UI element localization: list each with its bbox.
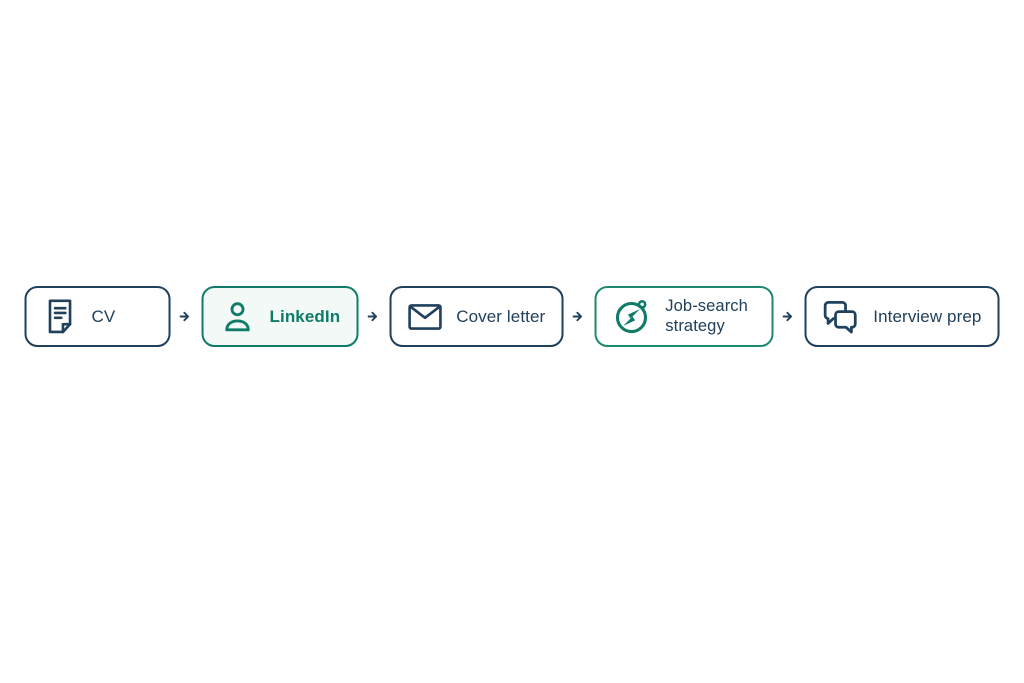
flow-step-label: LinkedIn	[269, 306, 341, 326]
arrow-right-icon	[571, 308, 586, 325]
flow-step-interview-prep: Interview prep	[804, 286, 1000, 347]
job-journey-flow: CV LinkedIn	[24, 286, 1000, 347]
flow-step-job-search-strategy: Job-search strategy	[594, 286, 774, 347]
arrow-right-icon	[179, 308, 194, 325]
arrow-right-icon	[781, 308, 796, 325]
flow-step-label: CV	[91, 306, 116, 326]
flow-step-label: Job-search strategy	[665, 297, 748, 335]
flow-step-linkedin: LinkedIn	[201, 286, 359, 347]
arrow-right-icon	[366, 308, 381, 325]
flow-step-cv: CV	[24, 286, 171, 347]
compass-icon	[611, 296, 652, 337]
flow-step-cover-letter: Cover letter	[389, 286, 564, 347]
envelope-icon	[406, 303, 443, 331]
flow-step-label: Cover letter	[456, 306, 546, 326]
chat-bubbles-icon	[821, 300, 860, 334]
flow-step-label: Interview prep	[873, 306, 982, 326]
person-icon	[219, 297, 257, 337]
document-icon	[42, 296, 79, 338]
